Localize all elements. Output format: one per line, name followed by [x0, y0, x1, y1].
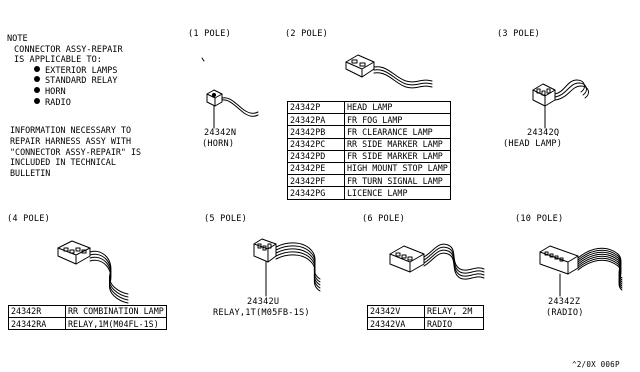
connector-6-pole-icon: [389, 243, 485, 280]
table-cell-part: 24342RA: [8, 317, 66, 331]
connector-5-pole-icon: [253, 238, 321, 297]
note-title: NOTE: [7, 34, 28, 44]
part-number-24342n: 24342N: [204, 128, 237, 138]
part-desc-relay-1t: RELAY,1T(M05FB-1S): [213, 308, 310, 318]
note-item: EXTERIOR LAMPS: [7, 65, 123, 77]
connector-3-pole-icon: [532, 79, 589, 129]
note-line: IS APPLICABLE TO:: [14, 55, 102, 66]
header-5-pole: (5 POLE): [204, 214, 247, 224]
header-10-pole: (10 POLE): [515, 214, 564, 224]
connector-1-pole-icon: [206, 89, 259, 129]
table-cell-desc: LICENCE LAMP: [344, 186, 451, 200]
part-number-24342q: 24342Q: [527, 128, 560, 138]
part-desc-radio: (RADIO): [546, 308, 584, 318]
header-1-pole: (1 POLE): [188, 29, 231, 39]
info-line: INCLUDED IN TECHNICAL: [10, 157, 116, 168]
info-line: REPAIR HARNESS ASSY WITH: [10, 135, 132, 146]
part-desc-head-lamp: (HEAD LAMP): [503, 139, 563, 149]
info-line: INFORMATION NECESSARY TO: [10, 125, 132, 135]
header-4-pole: (4 POLE): [7, 214, 50, 224]
part-number-24342z: 24342Z: [548, 297, 581, 307]
connector-10-pole-icon: [539, 245, 623, 297]
table-cell-desc: RELAY,1M(M04FL-1S): [65, 317, 167, 331]
diagram-code: ^2/0X 006P: [572, 360, 620, 369]
bullet-icon: [34, 86, 40, 93]
note-item: HORN: [7, 86, 123, 98]
note-line: CONNECTOR ASSY-REPAIR: [14, 44, 123, 55]
table-cell-part: 24342PG: [287, 186, 345, 200]
table-cell-desc: RADIO: [424, 317, 484, 331]
bullet-icon: [34, 65, 40, 72]
header-3-pole: (3 POLE): [497, 29, 540, 39]
info-block: INFORMATION NECESSARY TO REPAIR HARNESS …: [10, 125, 141, 179]
bullet-icon: [34, 76, 40, 83]
info-line: "CONNECTOR ASSY-REPAIR" IS: [10, 146, 142, 157]
header-6-pole: (6 POLE): [362, 214, 405, 224]
connector-2-pole-icon: [345, 54, 433, 89]
part-number-24342u: 24342U: [247, 297, 280, 307]
note-item: STANDARD RELAY: [7, 76, 123, 87]
bullet-icon: [34, 97, 40, 104]
header-2-pole: (2 POLE): [285, 29, 328, 39]
connector-4-pole-icon: [57, 240, 129, 304]
note-item: RADIO: [7, 97, 123, 109]
info-line: BULLETIN: [10, 168, 51, 179]
part-desc-horn: (HORN): [202, 139, 235, 149]
tick-mark: [201, 57, 205, 62]
note-block: NOTE CONNECTOR ASSY-REPAIR IS APPLICABLE…: [7, 34, 123, 108]
